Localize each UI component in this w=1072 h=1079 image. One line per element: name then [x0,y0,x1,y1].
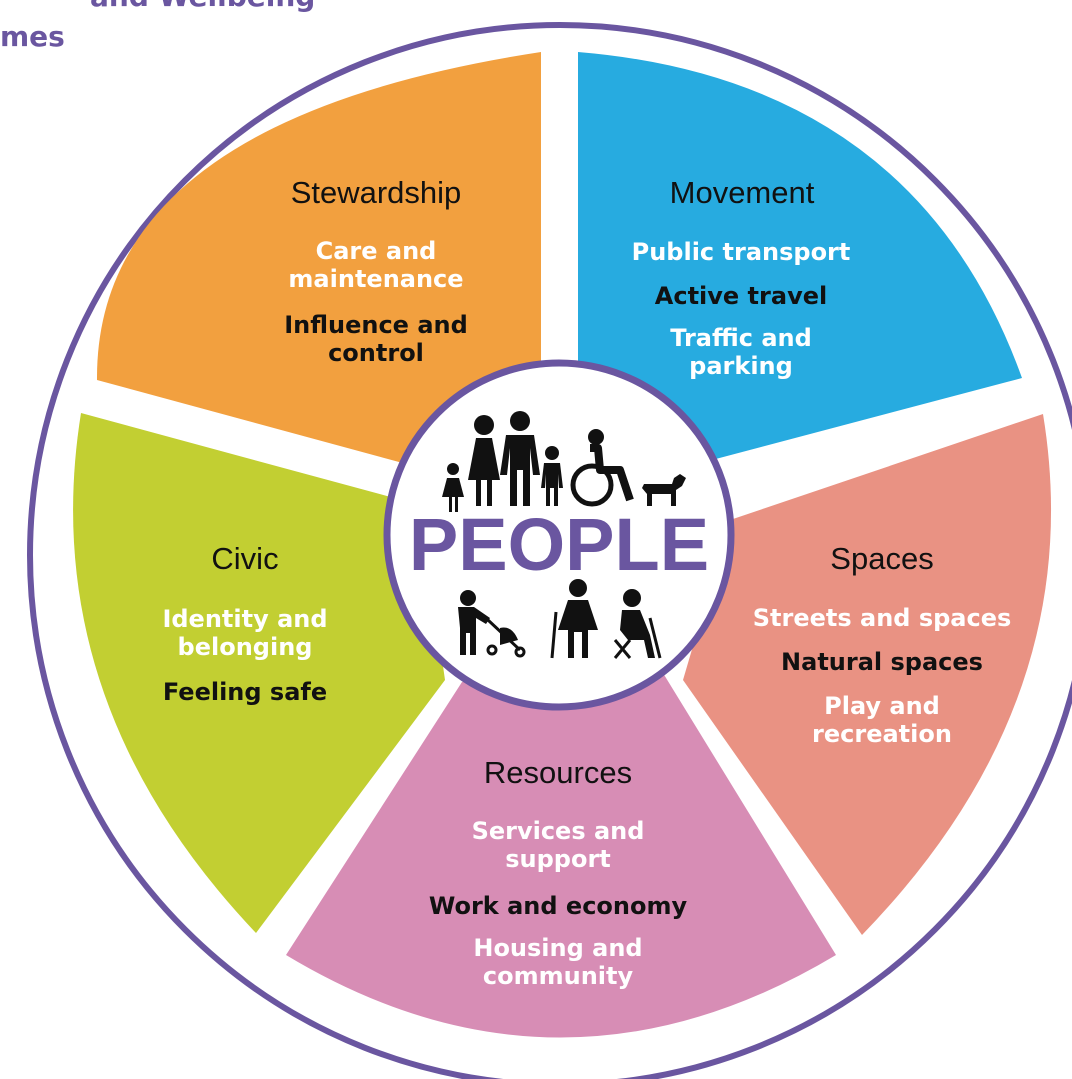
movement-item-3-line-2: parking [689,352,793,380]
movement-item-1-line-1: Public transport [632,238,851,266]
segment-civic [73,413,446,933]
segment-movement [578,52,1022,465]
resources-item-3-line-2: community [483,962,634,990]
girl-icon [442,463,464,512]
civic-item-1-line-2: belonging [178,633,313,661]
resources-item-1-line-1: Services and [472,817,645,845]
seated-older-man-icon [613,589,662,659]
parent-with-pram-icon [458,590,526,658]
stewardship-item-1-line-1: Care and [316,237,437,265]
stewardship-item-1-line-2: maintenance [288,265,463,293]
segment-stewardship [96,52,541,475]
wheelchair-user-icon [570,429,634,507]
civic-item-2-line-1: Feeling safe [163,678,327,706]
heading-line-2: mes [0,20,65,53]
spaces-item-3-line-1: Play and [824,692,940,720]
stewardship-title: Stewardship [291,175,462,210]
resources-title: Resources [484,755,632,790]
stewardship-item-2-line-1: Influence and [284,311,468,339]
movement-item-3-line-1: Traffic and [670,324,812,352]
movement-title: Movement [670,175,815,210]
woman-icon [468,415,500,506]
civic-title: Civic [211,541,278,576]
segment-resources [286,660,836,1038]
center-label: PEOPLE [409,503,709,586]
boy-icon [541,446,563,506]
spaces-item-1-line-1: Streets and spaces [753,604,1012,632]
spaces-item-3-line-2: recreation [812,720,952,748]
heading-line-1: and Wellbeing [90,0,315,13]
segment-spaces [683,414,1052,935]
resources-item-1-line-2: support [505,845,611,873]
civic-item-1-line-1: Identity and [162,605,327,633]
resources-item-2-line-1: Work and economy [429,892,688,920]
movement-item-2-line-1: Active travel [655,282,827,310]
resources-item-3-line-1: Housing and [473,934,642,962]
outer-ring [27,22,1072,1079]
spaces-title: Spaces [830,541,933,576]
older-woman-with-cane-icon [550,579,598,659]
dog-icon [642,474,686,506]
stewardship-item-2-line-2: control [328,339,424,367]
man-icon [500,411,540,506]
spaces-item-2-line-1: Natural spaces [781,648,983,676]
